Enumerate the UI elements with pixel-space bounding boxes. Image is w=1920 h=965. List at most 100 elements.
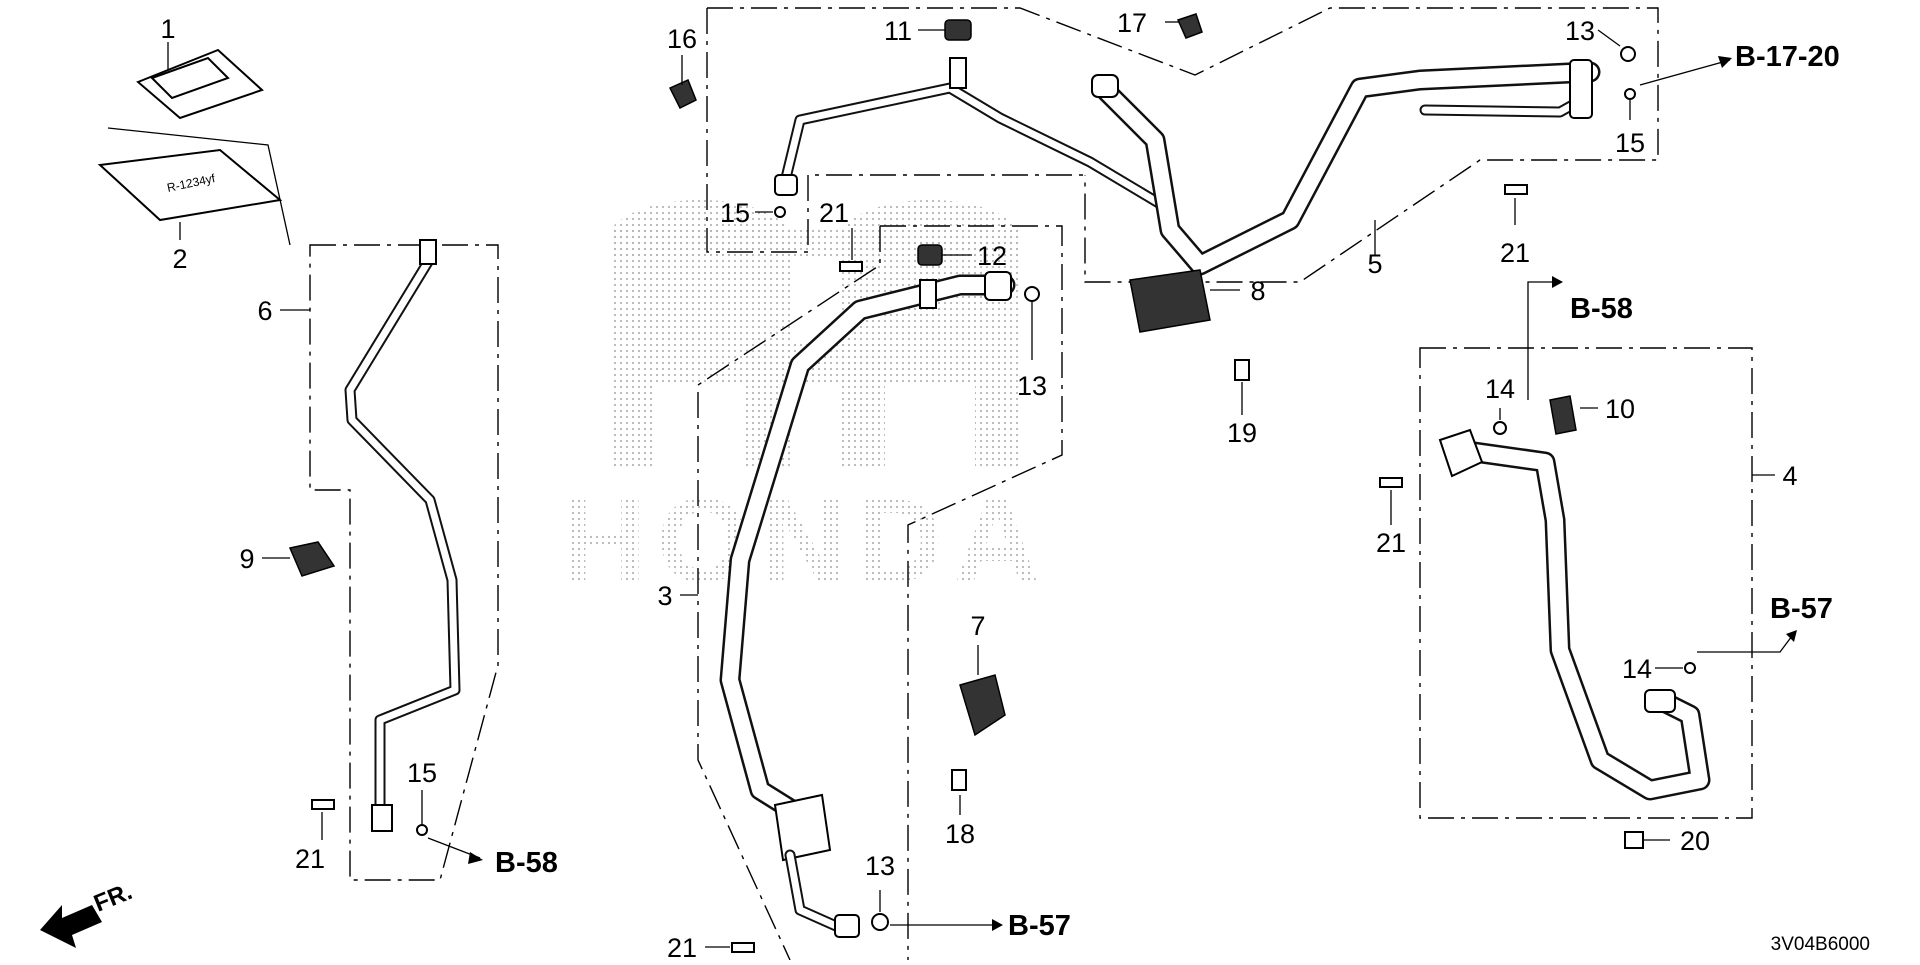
hose-4-body-inner (1452, 442, 1708, 798)
frame-assembly-upper (706, 8, 1085, 253)
label-part-12: 12 (977, 241, 1007, 271)
label-part-14-lower: 14 (1622, 654, 1652, 684)
label-part-6: 6 (257, 296, 272, 326)
hose-3-service-port (919, 279, 937, 309)
label-part-4: 4 (1782, 461, 1797, 491)
part-8-sensor (1129, 269, 1211, 333)
part-12-cap (917, 244, 943, 266)
part-10-pressure-switch (1549, 395, 1577, 435)
frame-assembly-6 (309, 244, 499, 881)
part-13-oring-center (1024, 286, 1040, 302)
pipe-6 (344, 239, 461, 832)
label-part-21-center: 21 (819, 198, 849, 228)
pipe-6-inner (346, 258, 459, 809)
caution-label-sheets: R-1234yf (97, 48, 291, 246)
hose-4-lower-fitting (1644, 689, 1676, 713)
label-part-8: 8 (1250, 276, 1265, 306)
label-part-1: 1 (160, 14, 175, 44)
label-part-18: 18 (945, 819, 975, 849)
hose-4-body (1449, 439, 1711, 801)
pipe-6-lower-fitting (371, 804, 393, 832)
ref-b57-bottom[interactable]: B-57 (1008, 910, 1071, 942)
label-part-15-upper: 15 (720, 198, 750, 228)
label-part-7: 7 (970, 611, 985, 641)
diagram-code: 3V04B6000 (1771, 934, 1870, 955)
frame-assembly-3-right (880, 225, 1063, 960)
label-part-13-center: 13 (1017, 371, 1047, 401)
label-part-16: 16 (667, 24, 697, 54)
part-15-oring-lower (416, 824, 428, 836)
part-21-bolt-bottom (731, 942, 755, 953)
arrow-b57-right (1786, 630, 1797, 642)
label-part-9: 9 (239, 544, 254, 574)
label-part-13-upper: 13 (1565, 16, 1595, 46)
label-part-15-right: 15 (1615, 128, 1645, 158)
ref-b58-bottom[interactable]: B-58 (495, 847, 558, 879)
label-part-15-lower: 15 (407, 758, 437, 788)
arrow-b58-bottom (468, 852, 483, 864)
part-13-oring-lower (871, 913, 889, 931)
watermark-wordmark: HONDA (560, 474, 1050, 608)
part-21-bolt-center (839, 261, 863, 272)
part-21-bolt-upper-right (1504, 184, 1528, 195)
frame-assembly-3-left (697, 226, 881, 961)
label-sheet-1-inner (150, 56, 230, 100)
part-9-clip (288, 541, 336, 577)
reference-callouts: B-17-20 B-58 B-58 B-57 B-57 (495, 41, 1840, 942)
pipe-5-large-line-inner (1097, 64, 1598, 273)
leader-b17-20 (1639, 59, 1731, 86)
label-part-19: 19 (1227, 418, 1257, 448)
part-14-oring-upper (1493, 421, 1507, 435)
label-part-14-upper: 14 (1485, 374, 1515, 404)
front-direction-marker: FR. (40, 878, 136, 948)
hose-3-muffler (773, 793, 832, 862)
label-part-10: 10 (1605, 394, 1635, 424)
pipe-6-upper-fitting (419, 239, 437, 265)
pipe-5-service-fitting (774, 174, 798, 196)
hose-3-tail-inner (786, 851, 849, 934)
pipe-5 (774, 57, 1601, 276)
ref-b57-right[interactable]: B-57 (1770, 593, 1833, 625)
ref-b58-top[interactable]: B-58 (1570, 293, 1633, 325)
label-part-21-right: 21 (1376, 528, 1406, 558)
part-14-oring-lower (1684, 662, 1696, 674)
part-15-oring-right (1624, 88, 1636, 100)
label-part-20: 20 (1680, 826, 1710, 856)
pipe-5-end-fitting (1091, 74, 1119, 98)
part-18-bolt (951, 769, 967, 791)
part-13-oring-upper (1620, 46, 1636, 62)
label-part-21-bottom: 21 (667, 933, 697, 960)
front-arrow-icon (40, 905, 102, 948)
part-15-oring-upper (774, 206, 786, 218)
part-7-clip (959, 674, 1006, 737)
hose-4-upper-fitting (1438, 428, 1484, 478)
label-part-5: 5 (1367, 249, 1382, 279)
part-17-clip (1176, 13, 1203, 39)
leader-b58-top (1527, 281, 1560, 400)
pipe-5-flange (1569, 59, 1593, 119)
part-20-nut (1624, 831, 1644, 849)
front-marker-text: FR. (90, 878, 136, 918)
hose-4 (1438, 428, 1711, 801)
hose-3 (719, 271, 1016, 938)
part-16-clip (668, 78, 697, 110)
leader-b57-right (1697, 631, 1796, 653)
leader-lines (167, 21, 1797, 948)
hose-3-upper-fitting (984, 271, 1012, 301)
hose-3-lower-fitting (834, 914, 860, 938)
pipe-5-service-port (949, 57, 967, 89)
label-part-21-upper-right: 21 (1500, 238, 1530, 268)
part-21-bolt-right (1379, 477, 1403, 488)
ref-b17-20[interactable]: B-17-20 (1735, 41, 1840, 73)
leader-13-upper (1597, 29, 1621, 47)
label-part-2: 2 (172, 244, 187, 274)
arrow-b58-top (1552, 276, 1563, 288)
arrow-b57-bottom (992, 919, 1003, 931)
pipe-5-small-line-inner (781, 84, 1166, 209)
part-11-cap (944, 19, 972, 41)
label-part-13-lower: 13 (865, 851, 895, 881)
frame-assembly-4 (1419, 347, 1753, 819)
label-divider-line (107, 127, 291, 246)
small-parts (288, 13, 1696, 953)
